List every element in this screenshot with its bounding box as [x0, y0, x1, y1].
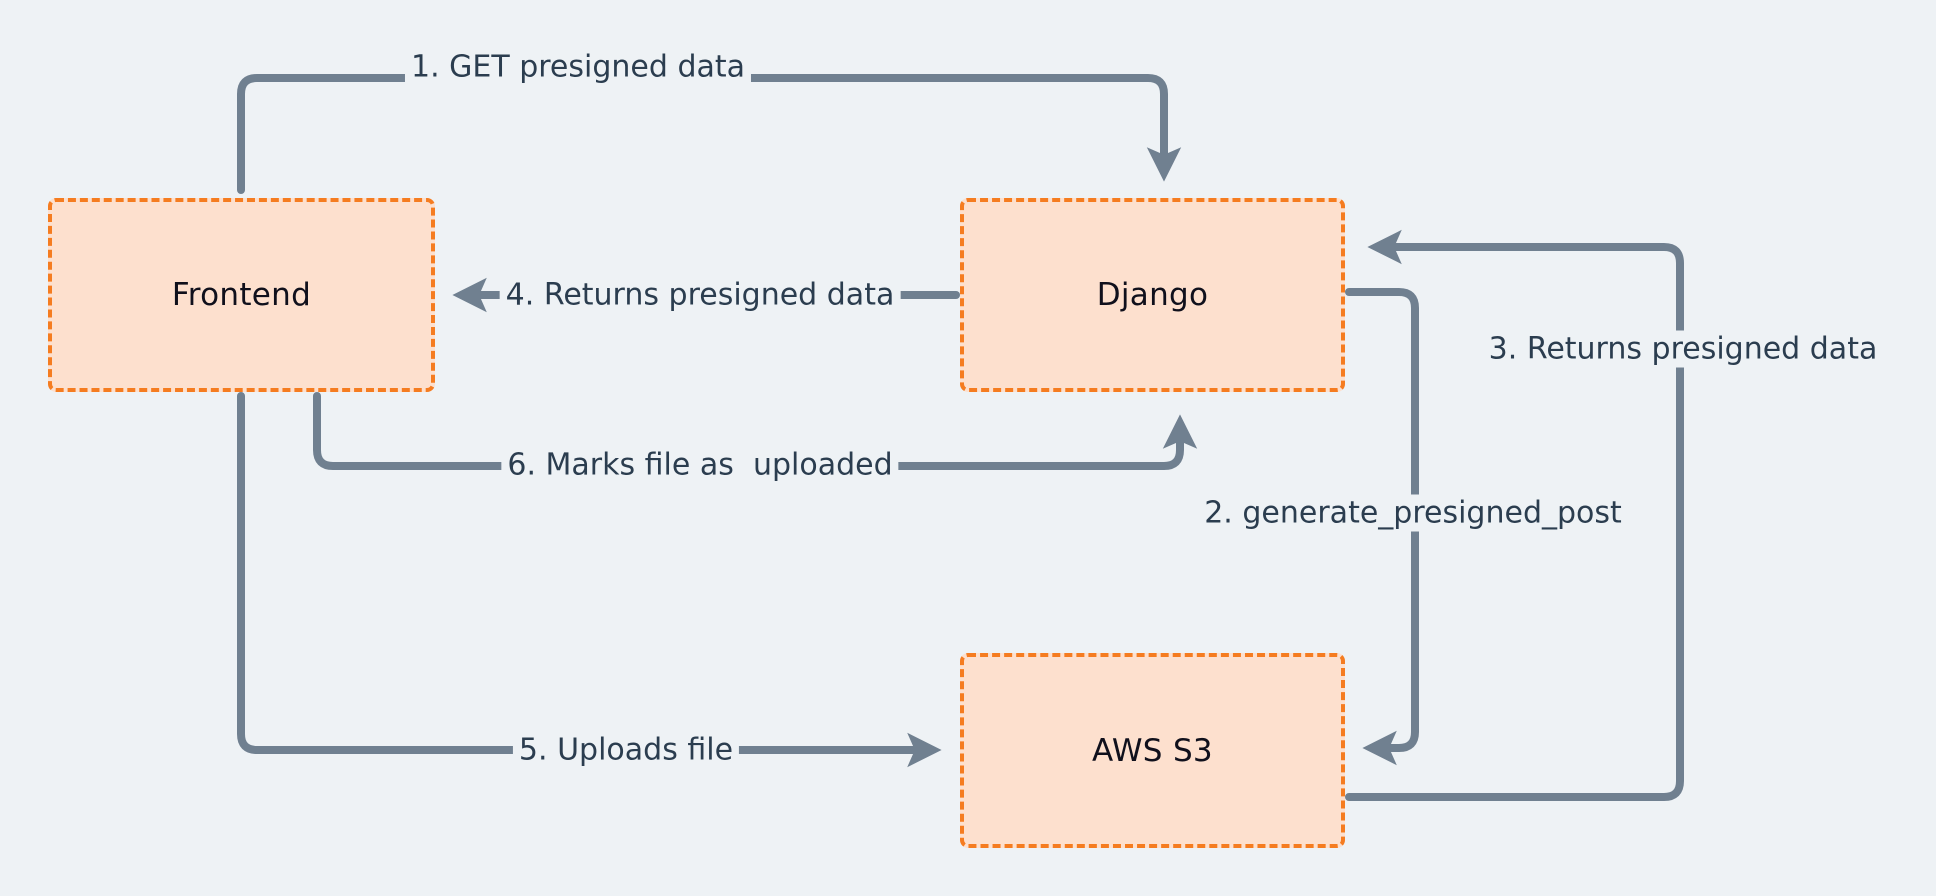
edge-path-5 — [237, 392, 942, 768]
edge-label-5: 5. Uploads file — [512, 731, 740, 769]
node-django-label: Django — [1096, 277, 1209, 313]
node-aws-s3[interactable]: AWS S3 — [960, 653, 1345, 848]
node-aws-s3-label: AWS S3 — [1092, 732, 1213, 769]
edge-path-3 — [1345, 229, 1684, 801]
node-frontend[interactable]: Frontend — [48, 198, 435, 392]
edge-label-1: 1. GET presigned data — [404, 48, 752, 86]
edge-label-3: 3. Returns presigned data — [1482, 330, 1884, 368]
edge-label-6: 6. Marks file as uploaded — [501, 446, 899, 484]
edge-label-2: 2. generate_presigned_post — [1198, 494, 1628, 532]
node-django[interactable]: Django — [960, 198, 1345, 392]
edge-path-1 — [237, 74, 1182, 194]
node-frontend-label: Frontend — [171, 277, 312, 313]
edge-label-4: 4. Returns presigned data — [499, 276, 901, 314]
